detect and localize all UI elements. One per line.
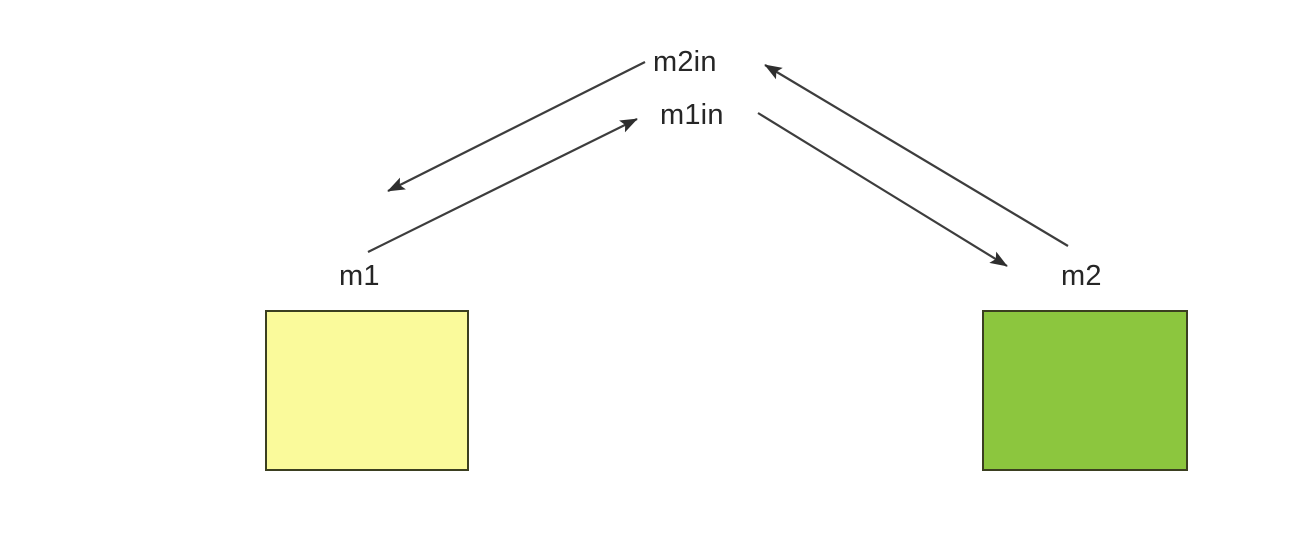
node-label-m1: m1 [339, 260, 380, 292]
edge-m2-to-m2in [764, 64, 1069, 247]
edge-m1-to-m1in [367, 118, 638, 253]
node-box-m1[interactable] [265, 310, 469, 471]
edge-m1in-to-m2 [757, 112, 1008, 267]
port-label-m2in: m2in [653, 46, 717, 78]
edge-m2in-to-m1 [387, 61, 646, 192]
node-box-m2[interactable] [982, 310, 1188, 471]
port-label-m1in: m1in [660, 99, 724, 131]
node-label-m2: m2 [1061, 260, 1102, 292]
